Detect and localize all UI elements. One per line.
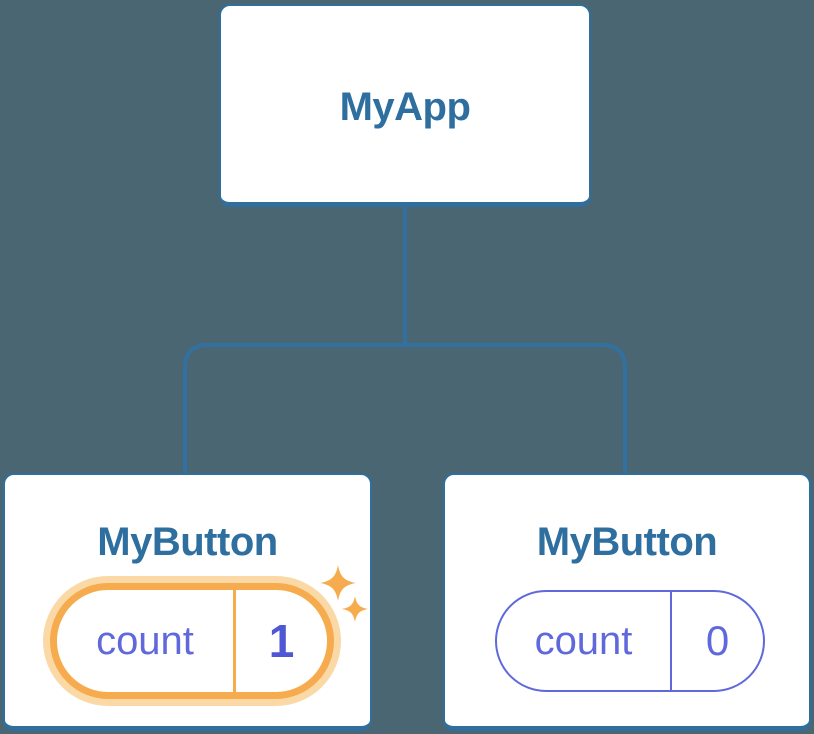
component-name-label: MyButton: [536, 520, 718, 564]
component-node-myapp: MyApp: [219, 4, 591, 207]
component-node-mybutton-2: MyButton count 0: [443, 473, 811, 731]
component-node-mybutton-1: MyButton count 1: [3, 473, 372, 731]
state-pill: count 0: [495, 590, 765, 692]
state-pill-highlighted: count 1: [50, 583, 334, 699]
state-name-label: count: [96, 618, 194, 663]
state-divider: [233, 590, 236, 692]
state-name-label: count: [534, 618, 633, 663]
sparkle-icon: [320, 565, 368, 622]
sparkle-icon-small: [342, 596, 368, 622]
edge-branch-to-children: [183, 343, 627, 474]
state-value: 0: [705, 617, 730, 664]
component-name-label: MyApp: [339, 85, 471, 129]
state-divider: [670, 592, 672, 690]
sparkle-icon-large: [320, 565, 356, 601]
component-name-label: MyButton: [97, 520, 278, 564]
state-value: 1: [268, 615, 295, 667]
